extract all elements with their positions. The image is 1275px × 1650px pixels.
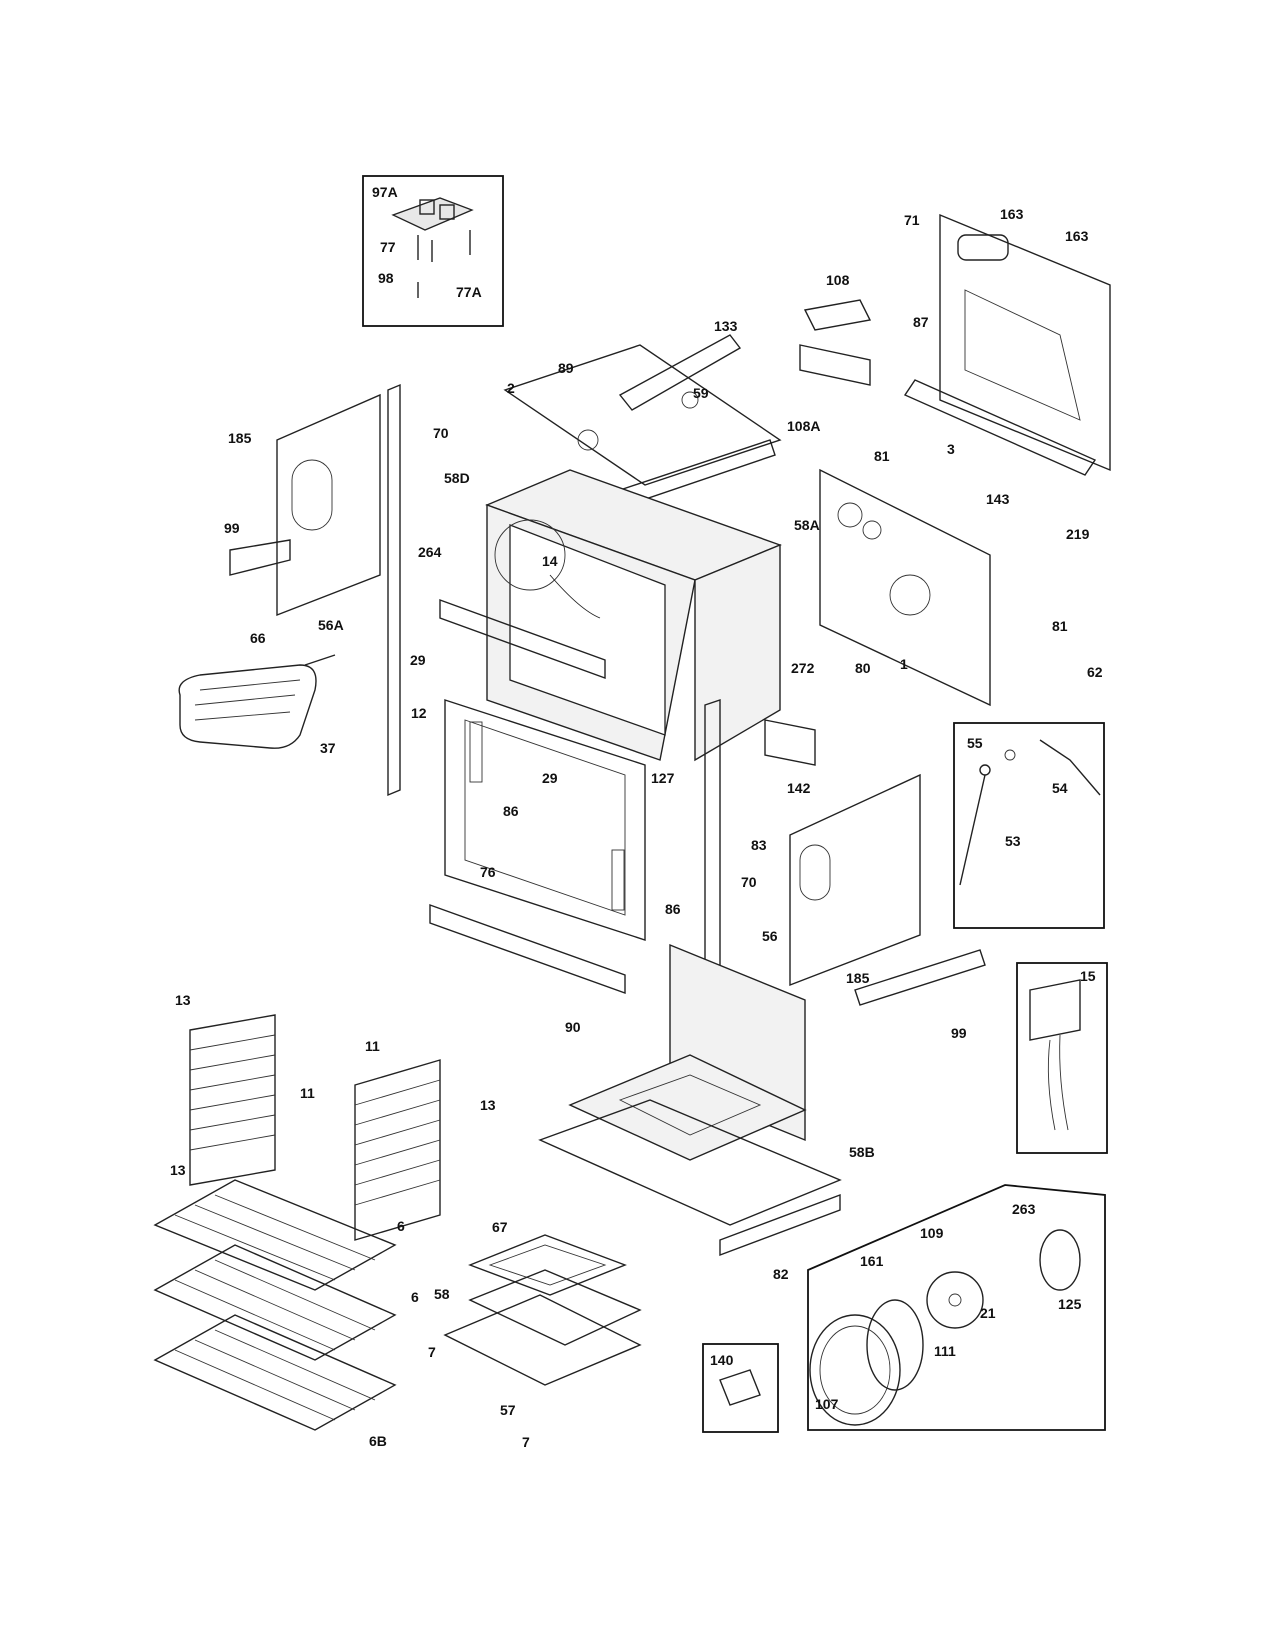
- base-graphic: [538, 943, 842, 1257]
- callout-125: 125: [1058, 1296, 1082, 1312]
- sensor-graphic: [959, 739, 1101, 886]
- callout-58D: 58D: [444, 470, 470, 486]
- callout-99-b: 99: [951, 1025, 967, 1041]
- convection-fan-graphic: [809, 1229, 1081, 1426]
- callout-58: 58: [434, 1286, 450, 1302]
- callout-161: 161: [860, 1253, 884, 1269]
- bake-element-graphic: [443, 1234, 642, 1386]
- callout-55: 55: [967, 735, 983, 751]
- callout-13-c: 13: [170, 1162, 186, 1178]
- callout-12: 12: [411, 705, 427, 721]
- callout-11-b: 11: [300, 1085, 315, 1101]
- callout-80: 80: [855, 660, 871, 676]
- callout-185-a: 185: [228, 430, 252, 446]
- callout-7-b: 7: [522, 1434, 530, 1450]
- rear-frame-graphic: [819, 468, 991, 707]
- callout-77: 77: [380, 239, 396, 255]
- inset-box-control-board: [362, 175, 504, 327]
- callout-86-b: 86: [665, 901, 681, 917]
- callout-labels: 97A 77 77A 98 163 163 71 108 87 133 89 2…: [170, 184, 1103, 1450]
- callout-163-a: 163: [1000, 206, 1024, 222]
- callout-86-a: 86: [503, 803, 519, 819]
- callout-99-a: 99: [224, 520, 240, 536]
- callout-163-b: 163: [1065, 228, 1089, 244]
- callout-14: 14: [542, 553, 558, 569]
- callout-56: 56: [762, 928, 778, 944]
- bottom-trim-graphic: [429, 904, 626, 994]
- callout-21: 21: [980, 1305, 996, 1321]
- callout-29-b: 29: [542, 770, 558, 786]
- door-frame-graphic: [444, 699, 646, 941]
- callout-13-b: 13: [480, 1097, 496, 1113]
- left-side-panel-graphic: [229, 383, 401, 797]
- callout-272: 272: [791, 660, 815, 676]
- callout-142: 142: [787, 780, 811, 796]
- callout-81-a: 81: [874, 448, 890, 464]
- callout-6-a: 6: [397, 1218, 405, 1234]
- callout-143: 143: [986, 491, 1010, 507]
- callout-89: 89: [558, 360, 574, 376]
- callout-83: 83: [751, 837, 767, 853]
- callout-66: 66: [250, 630, 266, 646]
- callout-57: 57: [500, 1402, 516, 1418]
- clock-graphic: [1029, 979, 1081, 1131]
- callout-82: 82: [773, 1266, 789, 1282]
- callout-37: 37: [320, 740, 336, 756]
- oven-racks-graphic: [153, 1179, 397, 1431]
- callout-219: 219: [1066, 526, 1090, 542]
- right-side-panel-graphic: [764, 719, 986, 1006]
- callout-108A: 108A: [787, 418, 820, 434]
- callout-56A: 56A: [318, 617, 344, 633]
- inset-box-clock: [1016, 962, 1108, 1154]
- rear-panel-graphic: [799, 213, 1111, 476]
- control-board-graphic: [391, 197, 474, 298]
- callout-62: 62: [1087, 664, 1103, 680]
- callout-81-b: 81: [1052, 618, 1068, 634]
- callout-133: 133: [714, 318, 738, 334]
- callout-70-a: 70: [433, 425, 449, 441]
- callout-263: 263: [1012, 1201, 1036, 1217]
- callout-13-a: 13: [175, 992, 191, 1008]
- callout-77A: 77A: [456, 284, 482, 300]
- callout-2: 2: [507, 380, 515, 396]
- callout-11-a: 11: [365, 1038, 380, 1054]
- callout-67: 67: [492, 1219, 508, 1235]
- callout-58B: 58B: [849, 1144, 875, 1160]
- callout-70-b: 70: [741, 874, 757, 890]
- callout-185-b: 185: [846, 970, 870, 986]
- callout-15: 15: [1080, 968, 1096, 984]
- inset-box-bracket: [702, 1343, 779, 1433]
- callout-3: 3: [947, 441, 955, 457]
- broil-element-graphic: [178, 654, 336, 749]
- callout-6-b: 6: [411, 1289, 419, 1305]
- callout-127: 127: [651, 770, 675, 786]
- callout-7-a: 7: [428, 1344, 436, 1360]
- callout-109: 109: [920, 1225, 944, 1241]
- callout-53: 53: [1005, 833, 1021, 849]
- callout-58A: 58A: [794, 517, 820, 533]
- callout-264: 264: [418, 544, 442, 560]
- callout-87: 87: [913, 314, 929, 330]
- callout-59: 59: [693, 385, 709, 401]
- callout-54: 54: [1052, 780, 1068, 796]
- callout-90: 90: [565, 1019, 581, 1035]
- callout-107: 107: [815, 1396, 839, 1412]
- callout-111: 111: [934, 1343, 956, 1359]
- callout-97A: 97A: [372, 184, 398, 200]
- callout-6B: 6B: [369, 1433, 387, 1449]
- inset-box-sensor: [953, 722, 1105, 929]
- callout-98: 98: [378, 270, 394, 286]
- callout-140: 140: [710, 1352, 734, 1368]
- callout-71: 71: [904, 212, 920, 228]
- bracket-graphic: [719, 1369, 761, 1406]
- rack-supports-graphic: [189, 1014, 441, 1241]
- callout-76: 76: [480, 864, 496, 880]
- callout-1: 1: [900, 656, 908, 672]
- oven-liner-graphic: [485, 469, 782, 762]
- callout-29-a: 29: [410, 652, 426, 668]
- inset-box-convection-fan: [807, 1184, 1106, 1431]
- callout-108: 108: [826, 272, 850, 288]
